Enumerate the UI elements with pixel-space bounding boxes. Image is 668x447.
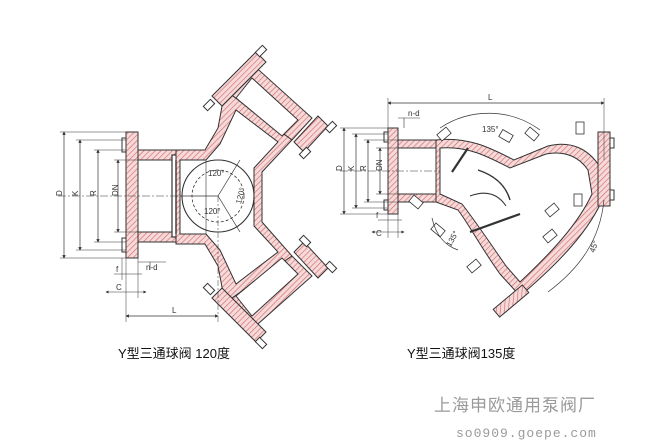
- left-dim-d: D: [55, 190, 64, 196]
- left-inlet-wall-top: [137, 149, 177, 161]
- upper-right-flange: [211, 51, 267, 107]
- y-valve-135-drawing: [340, 98, 615, 318]
- left-dim-nd: n-d: [146, 263, 158, 272]
- left-dimension-labels: D K R DN n-d f C L 120° 120° 120°: [55, 169, 247, 315]
- right-dim-dn: DN: [375, 159, 384, 171]
- right-angle-right: 45°: [588, 239, 601, 253]
- left-angle-top: 120°: [208, 169, 225, 178]
- left-angle-right: 120°: [234, 187, 247, 205]
- right-angle-left: 135°: [444, 229, 460, 248]
- right-dim-nd: n-d: [408, 109, 420, 118]
- right-caption: Y型三通球阀135度: [407, 346, 515, 361]
- watermark-site: so0909.goepe.com: [456, 426, 597, 441]
- right-angle-top: 135°: [482, 125, 499, 134]
- right-dim-r: R: [359, 165, 368, 171]
- left-inlet-flange: [125, 131, 139, 259]
- left-dim-k: K: [71, 190, 80, 196]
- left-angle-bottom: 120°: [204, 207, 221, 216]
- left-dim-r: R: [89, 190, 98, 196]
- right-dim-f: f: [376, 211, 379, 220]
- y-valve-120-drawing: [58, 44, 338, 350]
- left-dim-dn: DN: [111, 184, 120, 196]
- left-inlet-wall-bottom: [137, 231, 177, 243]
- left-caption: Y型三通球阀 120度: [118, 346, 230, 361]
- right-upper-flange: [597, 131, 611, 207]
- left-dim-l: L: [172, 306, 177, 315]
- right-dim-c: C: [376, 229, 382, 238]
- right-dim-l: L: [488, 93, 493, 102]
- right-dim-k: K: [347, 165, 356, 171]
- right-dim-d: D: [335, 165, 344, 171]
- watermark-company: 上海申欧通用泵阀厂: [434, 396, 596, 415]
- left-dim-f: f: [116, 265, 119, 274]
- lower-right-flange: [211, 287, 267, 343]
- right-lower-flange: [492, 284, 530, 318]
- left-dim-c: C: [116, 283, 122, 292]
